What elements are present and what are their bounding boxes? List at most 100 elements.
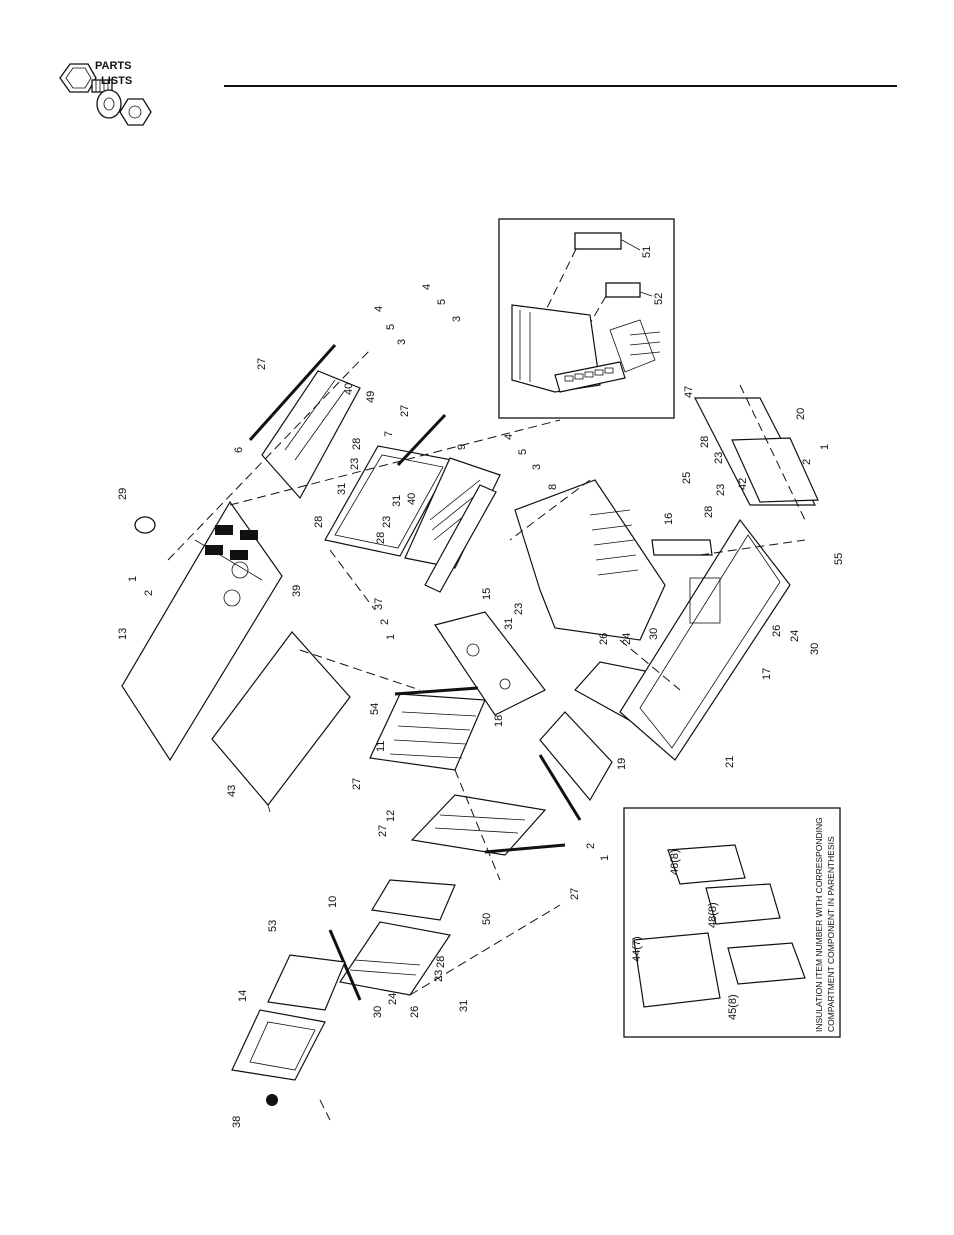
parts-lists-logo: PARTS LISTS bbox=[59, 60, 152, 126]
callout: 27 bbox=[377, 825, 389, 837]
callout: 15 bbox=[481, 588, 493, 600]
callout: 5 bbox=[385, 324, 397, 330]
post-16 bbox=[651, 539, 713, 556]
callout: 26 bbox=[771, 625, 783, 637]
callout: 5 bbox=[436, 299, 448, 305]
callout-52: 52 bbox=[653, 293, 665, 305]
insulation-note-line2: COMPARTMENT COMPONENT IN PARENTHESIS bbox=[826, 836, 836, 1032]
bracket-15 bbox=[424, 484, 497, 593]
callout: 1 bbox=[385, 634, 397, 640]
insulation-note-line1: INSULATION ITEM NUMBER WITH CORRESPONDIN… bbox=[814, 817, 824, 1032]
callout: 4 bbox=[503, 434, 515, 440]
callout: 28 bbox=[435, 956, 447, 968]
callout: 23 bbox=[349, 458, 361, 470]
callout: 7 bbox=[383, 431, 395, 437]
callout: 9 bbox=[456, 444, 468, 450]
callout: 28 bbox=[703, 506, 715, 518]
callout: 31 bbox=[503, 618, 515, 630]
callout: 27 bbox=[569, 888, 581, 900]
box-18 bbox=[434, 611, 546, 716]
insulation-50 bbox=[371, 879, 456, 921]
callout: 27 bbox=[256, 358, 268, 370]
callout: 1 bbox=[127, 576, 139, 582]
callout: 10 bbox=[327, 896, 339, 908]
callout: 47 bbox=[683, 386, 695, 398]
panel-20 bbox=[731, 437, 819, 503]
callout: 38 bbox=[231, 1116, 243, 1128]
callout: 29 bbox=[117, 488, 129, 500]
callout-46-8: 46(8) bbox=[669, 849, 681, 875]
callout: 39 bbox=[291, 585, 303, 597]
assembly-drawing bbox=[121, 343, 819, 1121]
callout: 28 bbox=[699, 436, 711, 448]
callout: 23 bbox=[433, 970, 445, 982]
callouts: 27 6 40 49 28 23 31 28 7 27 9 40 31 23 2… bbox=[117, 284, 845, 1128]
latch-38 bbox=[266, 1094, 278, 1106]
inset-bottom-right: 46(8) 48(8) 44(7) 45(8) INSULATION ITEM … bbox=[623, 807, 841, 1038]
callout: 23 bbox=[715, 484, 727, 496]
callout: 31 bbox=[336, 483, 348, 495]
panel-43 bbox=[211, 631, 351, 806]
callout: 23 bbox=[513, 603, 525, 615]
callout: 16 bbox=[663, 513, 675, 525]
callout-51: 51 bbox=[641, 246, 653, 258]
callout: 1 bbox=[599, 855, 611, 861]
frame-14 bbox=[231, 1009, 326, 1081]
callout: 19 bbox=[616, 758, 628, 770]
callout: 8 bbox=[547, 484, 559, 490]
callout: 23 bbox=[381, 516, 393, 528]
callout: 40 bbox=[406, 493, 418, 505]
insulation-52 bbox=[605, 282, 641, 298]
callout: 4 bbox=[421, 284, 433, 290]
callout: 4 bbox=[373, 306, 385, 312]
callout: 20 bbox=[795, 408, 807, 420]
callout: 30 bbox=[372, 1006, 384, 1018]
door-10 bbox=[338, 921, 452, 996]
callout: 27 bbox=[351, 778, 363, 790]
callout: 27 bbox=[399, 405, 411, 417]
callout: 30 bbox=[809, 643, 821, 655]
callout: 2 bbox=[801, 459, 813, 465]
callout: 18 bbox=[493, 715, 505, 727]
panel-19 bbox=[539, 711, 613, 802]
logo-lists-text: LISTS bbox=[101, 75, 132, 87]
callout: 3 bbox=[531, 464, 543, 470]
callout-44-7: 44(7) bbox=[631, 936, 643, 962]
louver-panel-11 bbox=[369, 693, 486, 771]
louver-panel-12 bbox=[410, 794, 547, 856]
callout: 2 bbox=[585, 843, 597, 849]
top-panel-13 bbox=[121, 500, 283, 762]
callout: 42 bbox=[737, 478, 749, 490]
callout: 43 bbox=[226, 785, 238, 797]
callout: 28 bbox=[375, 532, 387, 544]
cap-29 bbox=[134, 516, 156, 534]
callout: 13 bbox=[117, 628, 129, 640]
callout: 37 bbox=[373, 598, 385, 610]
callout: 6 bbox=[233, 447, 245, 453]
callout: 55 bbox=[833, 553, 845, 565]
callout: 21 bbox=[724, 756, 736, 768]
insulation-53 bbox=[267, 954, 346, 1011]
inset-top-right: 51 52 bbox=[498, 218, 675, 419]
callout: 50 bbox=[481, 913, 493, 925]
callout: 28 bbox=[313, 516, 325, 528]
callout-45-8: 45(8) bbox=[727, 994, 739, 1020]
callout: 5 bbox=[517, 449, 529, 455]
callout: 31 bbox=[391, 495, 403, 507]
callout: 2 bbox=[379, 619, 391, 625]
callout: 3 bbox=[396, 339, 408, 345]
callout: 14 bbox=[237, 990, 249, 1002]
callout: 11 bbox=[375, 741, 387, 752]
callout: 31 bbox=[458, 1000, 470, 1012]
callout: 28 bbox=[351, 438, 363, 450]
base-frame-17 bbox=[619, 518, 791, 761]
callout: 53 bbox=[267, 920, 279, 932]
callout: 17 bbox=[761, 668, 773, 680]
insulation-51 bbox=[574, 232, 622, 250]
callout: 12 bbox=[385, 810, 397, 822]
callout: 24 bbox=[387, 993, 399, 1005]
callout: 49 bbox=[365, 391, 377, 403]
callout: 2 bbox=[143, 590, 155, 596]
callout: 40 bbox=[343, 383, 355, 395]
